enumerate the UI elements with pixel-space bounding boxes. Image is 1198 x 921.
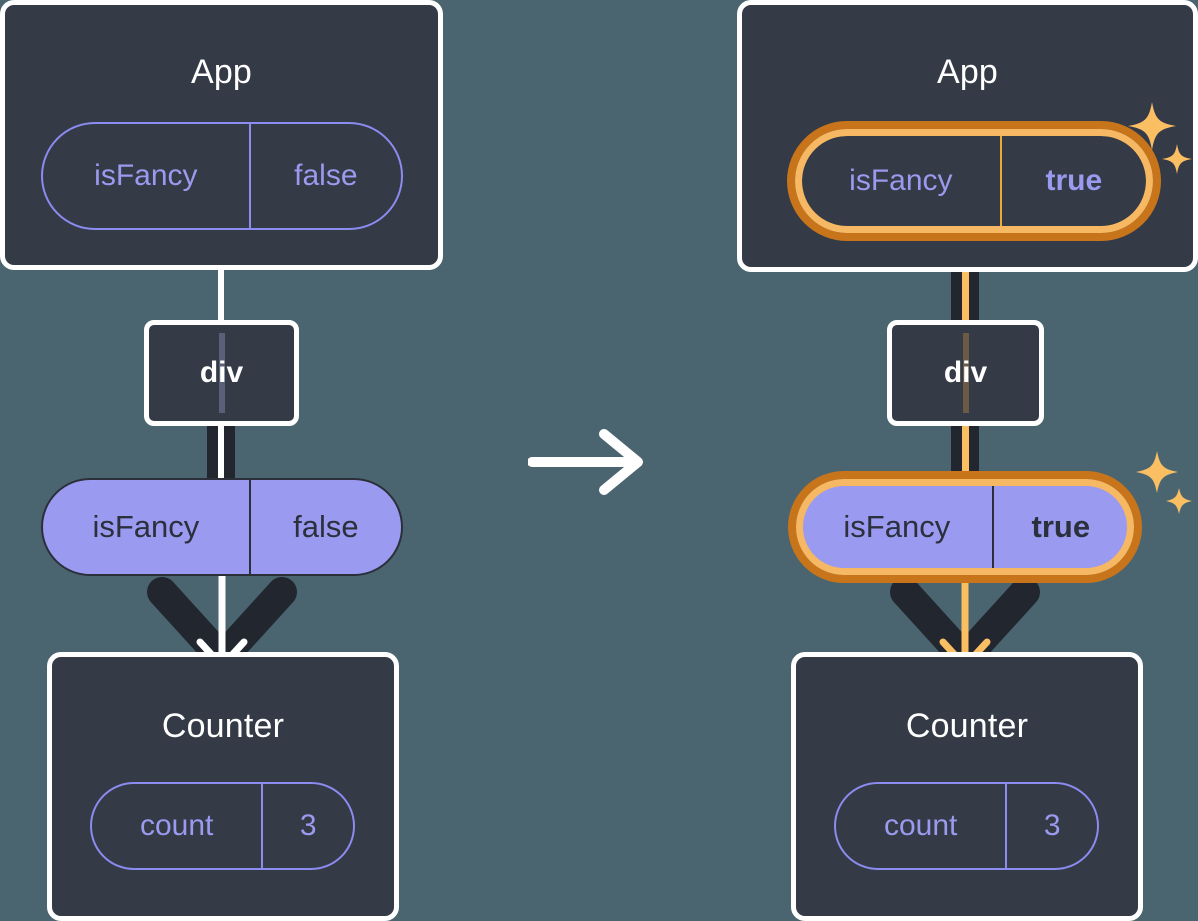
pill-key: isFancy (94, 159, 198, 192)
pill-value: 3 (1005, 784, 1097, 868)
counter-state-pill-before[interactable]: count 3 (90, 782, 355, 870)
counter-title-before: Counter (161, 707, 285, 745)
counter-title-after: Counter (905, 707, 1029, 745)
connector-app-to-div-before (218, 262, 224, 322)
app-state-pill-after[interactable]: isFancy true (800, 134, 1148, 228)
pill-value: false (248, 480, 401, 574)
pill-value: 3 (261, 784, 353, 868)
app-title-before: App (190, 53, 253, 91)
connector-app-to-div-core-after (962, 226, 969, 326)
div-label-after: div (943, 356, 988, 389)
sparkles-icon-prop-after (1134, 448, 1196, 524)
div-node-before: div (144, 320, 299, 426)
pill-value: true (999, 136, 1146, 226)
right-arrow-icon (527, 429, 643, 495)
pill-key: count (884, 809, 958, 842)
pill-key: count (140, 809, 214, 842)
transition-arrow (527, 428, 648, 496)
div-passthrough-line (962, 333, 969, 413)
div-node-after: div (887, 320, 1044, 426)
div-label-before: div (199, 356, 244, 389)
connector-div-to-prop-core-before (218, 424, 224, 486)
pill-value: false (248, 124, 401, 228)
prop-pill-after[interactable]: isFancy true (800, 483, 1130, 571)
pill-key: isFancy (843, 509, 951, 544)
prop-pill-before[interactable]: isFancy false (41, 478, 403, 576)
app-title-after: App (936, 53, 999, 91)
sparkle-small (1166, 488, 1192, 514)
pill-key: isFancy (92, 509, 200, 544)
div-passthrough-line (218, 333, 225, 413)
pill-key: isFancy (849, 164, 953, 197)
connector-div-to-prop-core-after (962, 424, 969, 486)
app-state-pill-before[interactable]: isFancy false (41, 122, 403, 230)
counter-state-pill-after[interactable]: count 3 (834, 782, 1099, 870)
sparkle-large (1136, 451, 1178, 493)
pill-value: true (991, 485, 1128, 569)
